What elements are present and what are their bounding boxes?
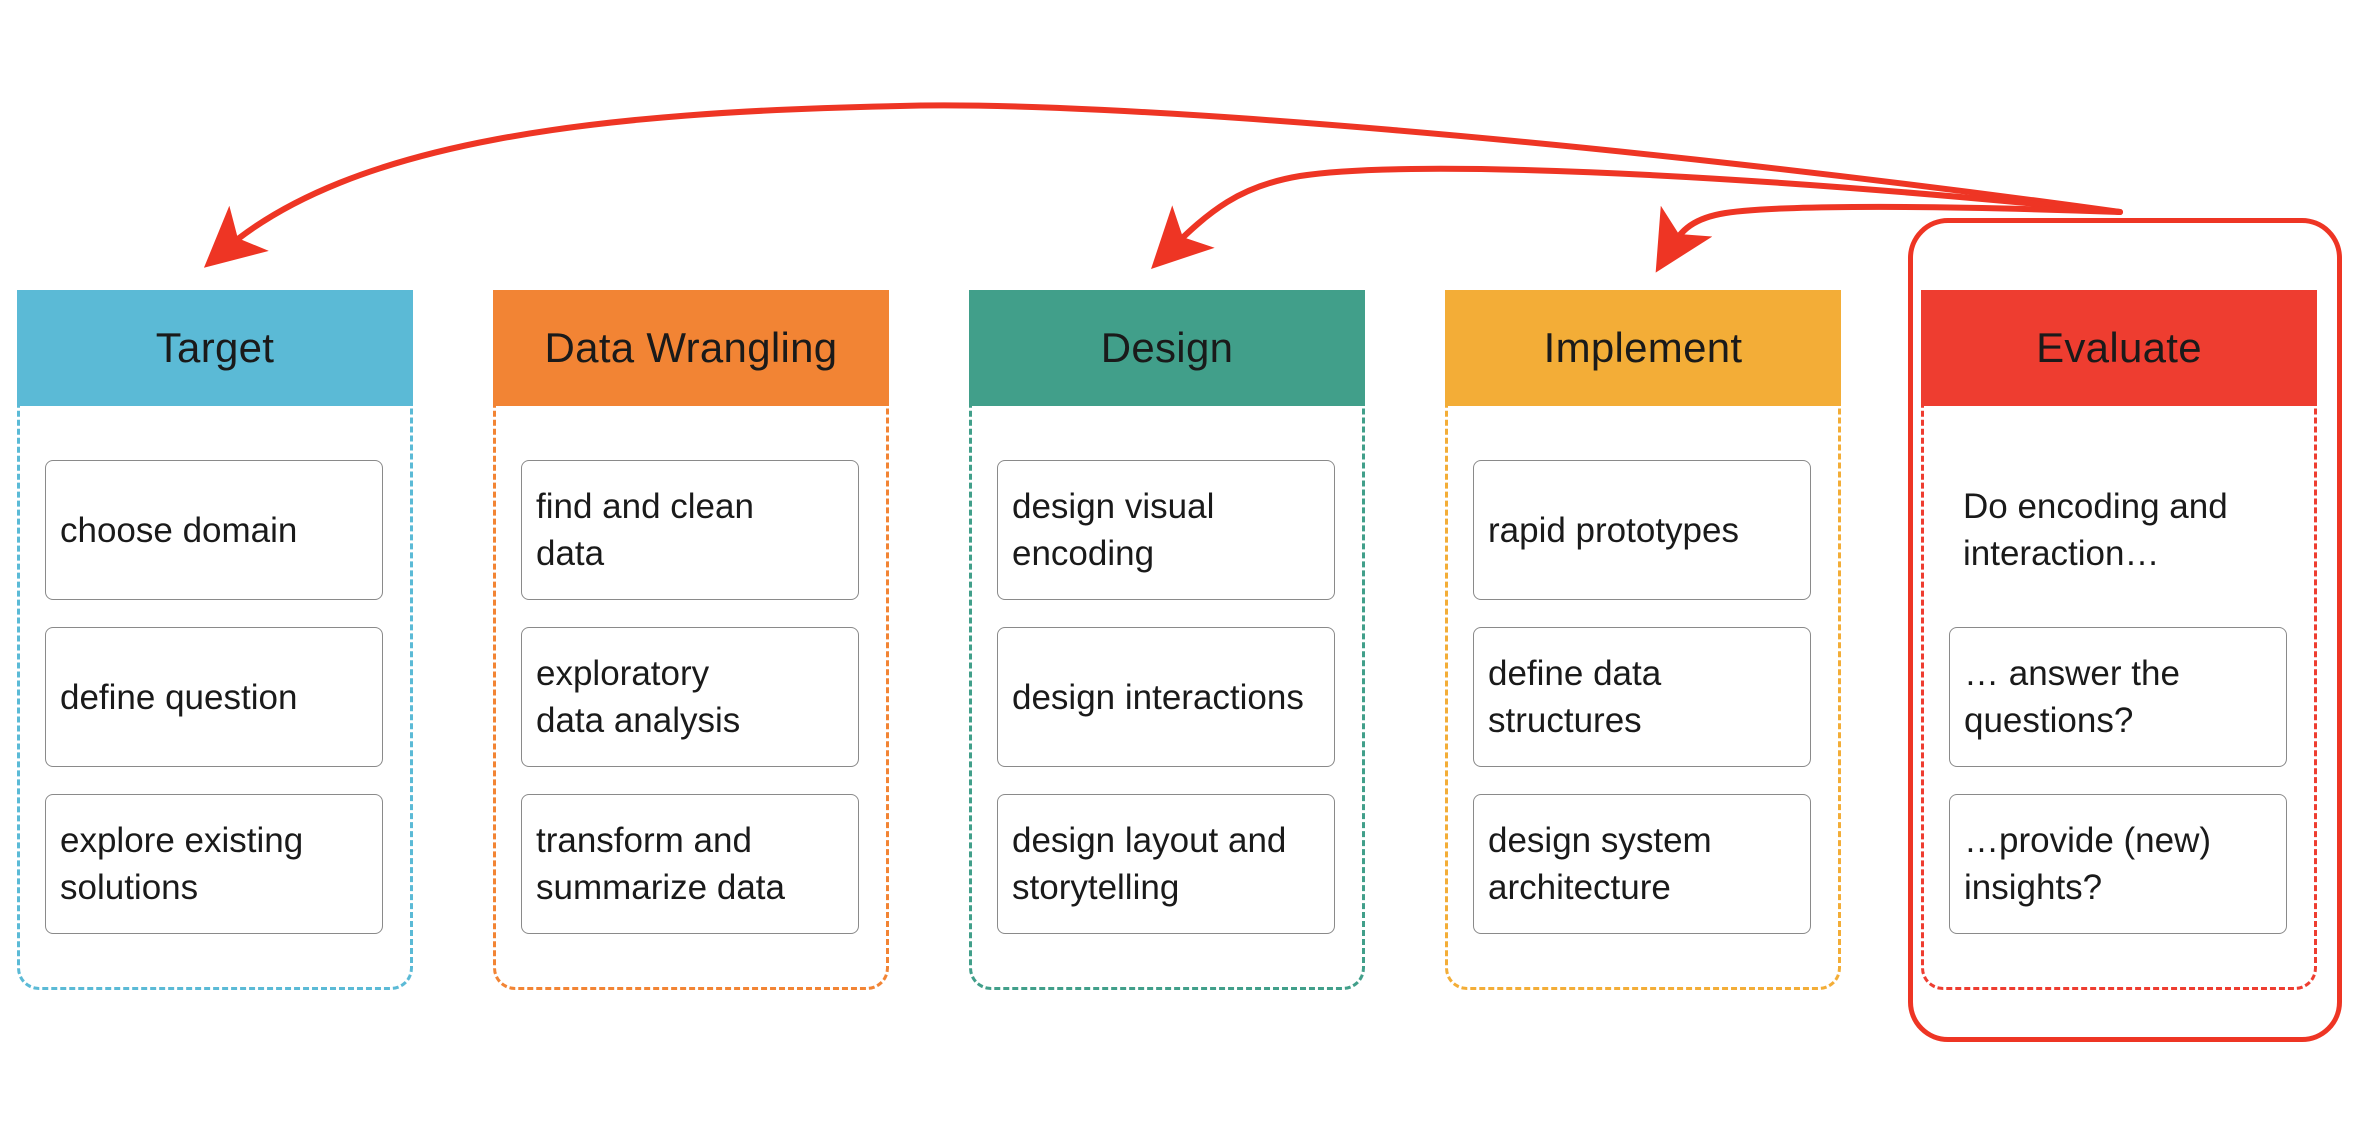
column-data-wrangling-outline bbox=[493, 290, 889, 990]
arrow-to-design-curve bbox=[1168, 176, 2120, 252]
column-evaluate-outline bbox=[1921, 290, 2317, 990]
column-data-wrangling-title: Data Wrangling bbox=[544, 324, 838, 371]
column-implement: Implement rapid prototypes define data s… bbox=[1445, 290, 1841, 990]
card-rapid-prototypes: rapid prototypes bbox=[1473, 460, 1811, 600]
arrow-evaluate-to-design-curve bbox=[1170, 177, 2120, 250]
arrow-evaluate-to-implement bbox=[1655, 203, 2123, 273]
column-data-wrangling: Data Wrangling find and clean data explo… bbox=[493, 290, 889, 990]
column-design: Design design visual encoding design int… bbox=[969, 290, 1365, 990]
column-evaluate: Evaluate Do encoding and interaction… … … bbox=[1921, 290, 2317, 990]
card-define-data-structures: define data structures bbox=[1473, 627, 1811, 767]
card-explore-existing-solutions: explore existing solutions bbox=[45, 794, 383, 934]
card-design-visual-encoding: design visual encoding bbox=[997, 460, 1335, 600]
card-design-system-architecture: design system architecture bbox=[1473, 794, 1811, 934]
card-design-interactions: design interactions bbox=[997, 627, 1335, 767]
card-define-question: define question bbox=[45, 627, 383, 767]
column-target-outline bbox=[17, 290, 413, 990]
arrow-eval-design bbox=[1168, 176, 2120, 252]
column-implement-title: Implement bbox=[1543, 324, 1743, 371]
column-design-outline bbox=[969, 290, 1365, 990]
card-choose-domain: choose domain bbox=[45, 460, 383, 600]
column-data-wrangling-header: Data Wrangling bbox=[493, 290, 889, 406]
arrow-evaluate-to-design-visible-final bbox=[1168, 178, 2120, 252]
column-evaluate-header: Evaluate bbox=[1921, 290, 2317, 406]
card-provide-new-insights: …provide (new) insights? bbox=[1949, 794, 2287, 934]
arrow-evaluate-to-target bbox=[203, 102, 2123, 268]
arrow-evaluate-to-design-drawn bbox=[1151, 165, 2123, 269]
arrow-evaluate-to-design-visible bbox=[1168, 175, 2120, 252]
arrow-evaluate-to-design-shown bbox=[1168, 174, 2120, 252]
arrow-evaluate-design bbox=[1170, 177, 2120, 250]
card-answer-the-questions: … answer the questions? bbox=[1949, 627, 2287, 767]
column-implement-outline bbox=[1445, 290, 1841, 990]
evaluate-lead-text: Do encoding and interaction… bbox=[1963, 487, 2228, 573]
column-target-header: Target bbox=[17, 290, 413, 406]
card-transform-and-summarize-data: transform and summarize data bbox=[521, 794, 859, 934]
column-design-title: Design bbox=[1100, 324, 1234, 371]
card-exploratory-data-analysis: exploratory data analysis bbox=[521, 627, 859, 767]
column-target-title: Target bbox=[155, 324, 275, 371]
column-design-header: Design bbox=[969, 290, 1365, 406]
column-target: Target choose domain define question exp… bbox=[17, 290, 413, 990]
card-design-layout-and-storytelling: design layout and storytelling bbox=[997, 794, 1335, 934]
card-find-and-clean-data: find and clean data bbox=[521, 460, 859, 600]
column-implement-header: Implement bbox=[1445, 290, 1841, 406]
column-evaluate-title: Evaluate bbox=[2036, 324, 2202, 371]
